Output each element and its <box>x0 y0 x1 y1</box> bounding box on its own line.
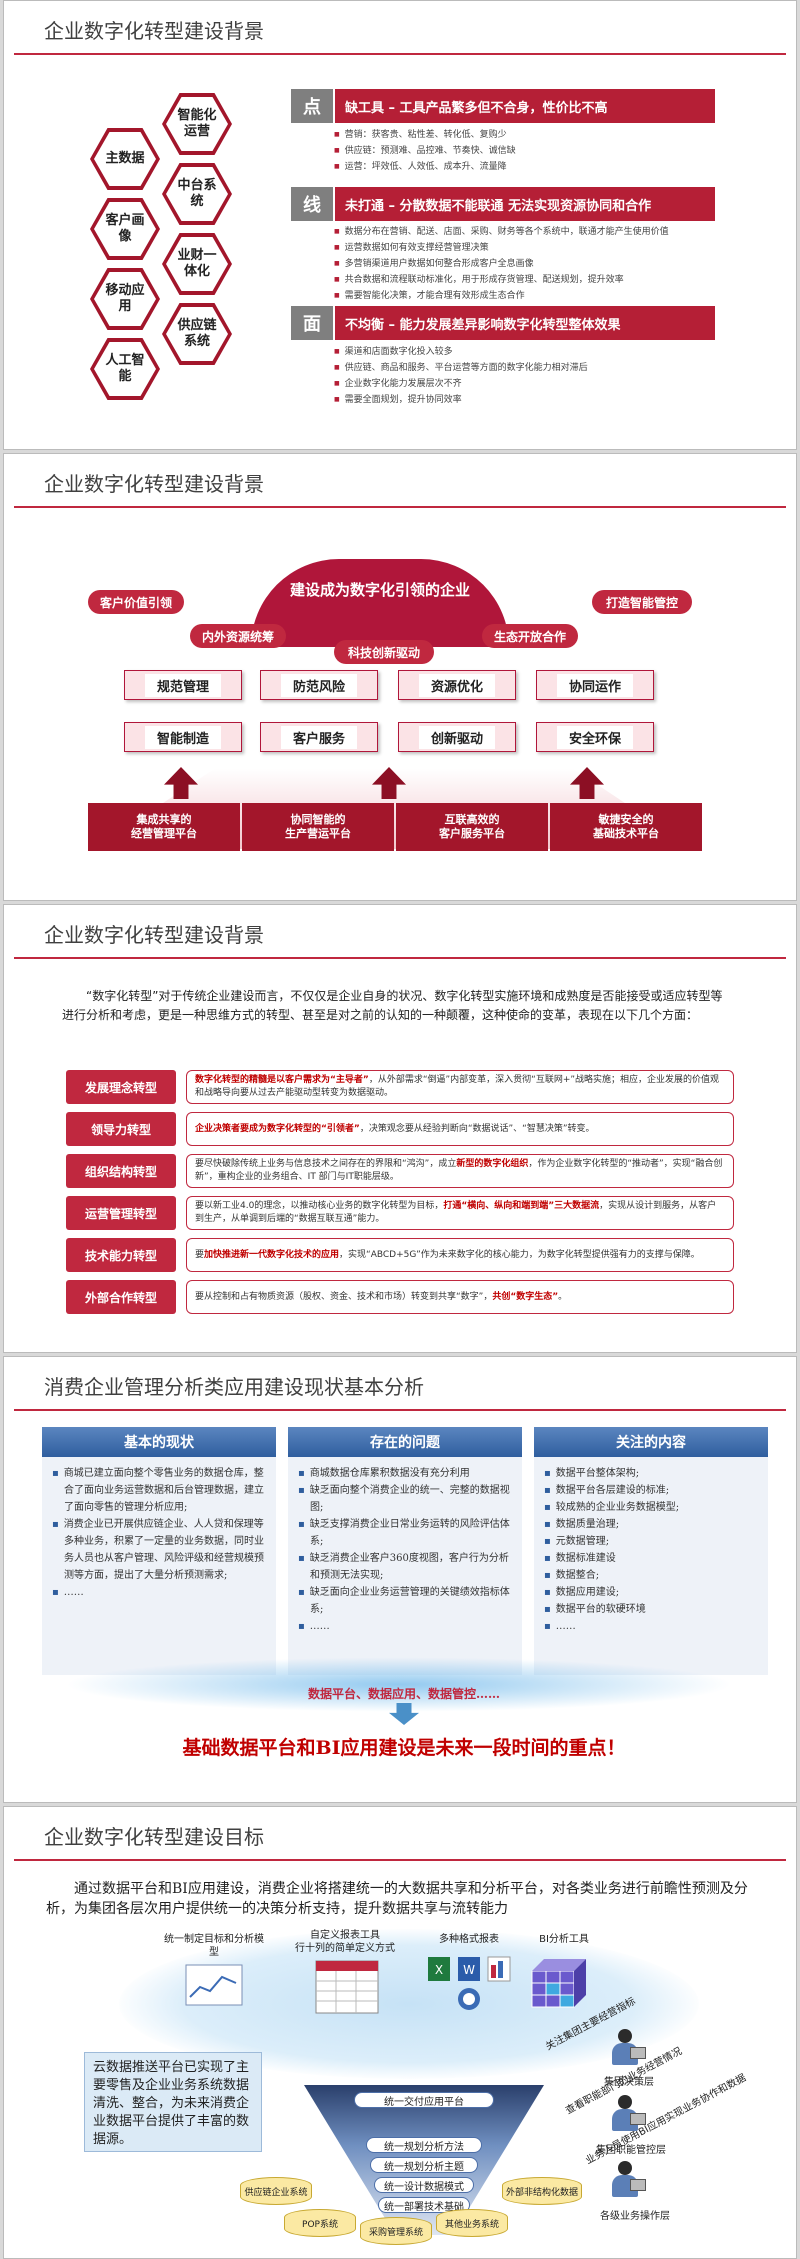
system-db: 采购管理系统 <box>360 2217 432 2245</box>
funnel-layer: 统一设计数据模式 <box>374 2177 474 2193</box>
hex-node: 业财一体化 <box>162 233 232 295</box>
person-icon <box>608 2095 646 2135</box>
report-table-icon <box>315 1960 379 2014</box>
hex-node: 人工智能 <box>90 338 160 400</box>
slide-title: 企业数字化转型建设背景 <box>44 923 264 947</box>
platform-base: 互联高效的客户服务平台 <box>396 803 548 851</box>
pill-ecosystem: 生态开放合作 <box>482 624 578 648</box>
funnel-layer: 统一规划分析方法 <box>366 2137 482 2153</box>
slide-title: 消费企业管理分析类应用建设现状基本分析 <box>44 1375 424 1399</box>
platform-base: 集成共享的经营管理平台 <box>88 803 240 851</box>
section-point: 点 缺工具 – 工具产品繁多但不合身，性价比不高 <box>291 89 715 123</box>
transform-row: 外部合作转型 要从控制和占有物质资源（股权、资金、技术和市场）转变到共享“数字”… <box>66 1280 734 1314</box>
svg-text:X: X <box>435 1963 443 1977</box>
funnel-layer: 统一规划分析主题 <box>370 2157 478 2173</box>
title-divider <box>14 53 786 55</box>
transform-row: 发展理念转型 数字化转型的精髓是以客户需求为“主导者”，从外部需求“倒逼”内部变… <box>66 1070 734 1104</box>
column-focus: 关注的内容 数据平台整体架构; 数据平台各层建设的标准; 较成熟的企业业务数据模… <box>534 1427 768 1675</box>
source-note: 云数据推送平台已实现了主要零售及企业业务系统数据清洗、整合，为未来消费企业数据平… <box>84 2052 262 2152</box>
goal-box: 资源优化 <box>398 670 516 700</box>
goal-box: 协同运作 <box>536 670 654 700</box>
slide-background-1: 企业数字化转型建设背景 智能化运营 主数据 中台系统 客户画像 业财一体化 移动… <box>3 0 797 450</box>
system-db: 供应链企业系统 <box>240 2177 312 2205</box>
vision-dome: 建设成为数字化引领的企业 <box>251 559 509 647</box>
column-problems: 存在的问题 商城数据仓库累积数据没有充分利用 缺乏面向整个消费企业的统一、完整的… <box>288 1427 522 1675</box>
person-icon <box>608 2161 646 2201</box>
goal-box: 客户服务 <box>260 722 378 752</box>
file-formats-icon: X W <box>428 1956 511 2010</box>
intro-paragraph: 通过数据平台和BI应用建设，消费企业将搭建统一的大数据共享和分析平台，对各类业务… <box>46 1881 748 1917</box>
hex-node: 客户画像 <box>90 198 160 260</box>
summary-keywords: 数据平台、数据应用、数据管控…… <box>307 1687 500 1701</box>
slide-title: 企业数字化转型建设背景 <box>44 472 264 496</box>
system-db: POP系统 <box>284 2209 356 2237</box>
slide-background-3: 企业数字化转型建设背景 “数字化转型”对于传统企业建设而言，不仅仅是企业自身的状… <box>3 904 797 1353</box>
slide-background-2: 企业数字化转型建设背景 建设成为数字化引领的企业 客户价值引领 内外资源统筹 科… <box>3 453 797 901</box>
hex-node: 移动应用 <box>90 268 160 330</box>
goal-box: 防范风险 <box>260 670 378 700</box>
hex-node: 智能化运营 <box>162 93 232 155</box>
tool-label: 统一制定目标和分析模型 <box>164 1934 264 1958</box>
pill-smart-control: 打造智能管控 <box>592 590 692 614</box>
tool-label: 自定义报表工具 行十列的简单定义方式 <box>295 1930 395 1954</box>
title-divider <box>14 1409 786 1411</box>
chart-icon <box>185 1964 243 2006</box>
person-icon <box>608 2029 646 2069</box>
column-current: 基本的现状 商城已建立面向整个零售业务的数据仓库，整合了面向业务运营数据和后台管… <box>42 1427 276 1675</box>
hex-node: 中台系统 <box>162 163 232 225</box>
role-label: 各级业务操作层 <box>600 2211 670 2222</box>
goal-box: 安全环保 <box>536 722 654 752</box>
transform-row: 技术能力转型 要加快推进新一代数字化技术的应用，实现“ABCD+5G”作为未来数… <box>66 1238 734 1272</box>
conclusion: 基础数据平台和BI应用建设是未来一段时间的重点！ <box>182 1737 626 1759</box>
system-db: 其他业务系统 <box>436 2209 508 2237</box>
role-label: 集团职能管控层 <box>596 2145 666 2156</box>
title-divider <box>14 506 786 508</box>
transform-row: 运营管理转型 要以新工业4.0的理念，以推动核心业务的数字化转型为目标，打通“横… <box>66 1196 734 1230</box>
goal-box: 智能制造 <box>124 722 242 752</box>
funnel-layer: 统一交付应用平台 <box>354 2092 494 2108</box>
tool-label: 多种格式报表 <box>439 1934 499 1945</box>
hex-node: 主数据 <box>90 128 160 190</box>
transform-row: 组织结构转型 要尽快破除传统上业务与信息技术之间存在的界限和“鸿沟”，成立新型的… <box>66 1154 734 1188</box>
system-db: 外部非结构化数据 <box>502 2177 582 2205</box>
pill-customer-value: 客户价值引领 <box>88 590 184 614</box>
hex-node: 供应链系统 <box>162 303 232 365</box>
svg-text:W: W <box>463 1963 475 1977</box>
goal-box: 规范管理 <box>124 670 242 700</box>
tool-label: BI分析工具 <box>539 1934 589 1945</box>
slide-title: 企业数字化转型建设背景 <box>44 19 264 43</box>
section-plane: 面 不均衡 – 能力发展差异影响数字化转型整体效果 <box>291 306 715 340</box>
section-line: 线 未打通 – 分散数据不能联通 无法实现资源协同和合作 <box>291 187 715 221</box>
slide-title: 企业数字化转型建设目标 <box>44 1825 264 1849</box>
platform-base: 敏捷安全的基础技术平台 <box>550 803 702 851</box>
slide-analysis: 消费企业管理分析类应用建设现状基本分析 基本的现状 商城已建立面向整个零售业务的… <box>3 1356 797 1803</box>
intro-paragraph: “数字化转型”对于传统企业建设而言，不仅仅是企业自身的状况、数字化转型实施环境和… <box>62 989 723 1022</box>
title-divider <box>14 957 786 959</box>
slide-goal: 企业数字化转型建设目标 通过数据平台和BI应用建设，消费企业将搭建统一的大数据共… <box>3 1806 797 2259</box>
section-line-list: 数据分布在营销、配送、店面、采购、财务等各个系统中，联通才能产生使用价值 运营数… <box>334 224 714 304</box>
role-label: 集团决策层 <box>604 2077 654 2088</box>
pill-resource: 内外资源统筹 <box>190 624 286 648</box>
platform-base: 协同智能的生产营运平台 <box>242 803 394 851</box>
section-point-list: 营销：获客贵、粘性差、转化低、复购少 供应链：预测难、品控难、节奏快、诚信缺 运… <box>334 127 714 175</box>
section-plane-list: 渠道和店面数字化投入较多 供应链、商品和服务、平台运营等方面的数字化能力相对滞后… <box>334 344 714 408</box>
goal-box: 创新驱动 <box>398 722 516 752</box>
bi-cube-icon <box>531 1959 586 2008</box>
title-divider <box>14 1859 786 1861</box>
transform-row: 领导力转型 企业决策者要成为数字化转型的“引领者”，决策观念要从经验判断向“数据… <box>66 1112 734 1146</box>
converge-swoosh <box>64 1657 734 1712</box>
funnel-layer: 统一部署技术基础 <box>378 2197 470 2213</box>
pill-innovation: 科技创新驱动 <box>334 640 434 664</box>
